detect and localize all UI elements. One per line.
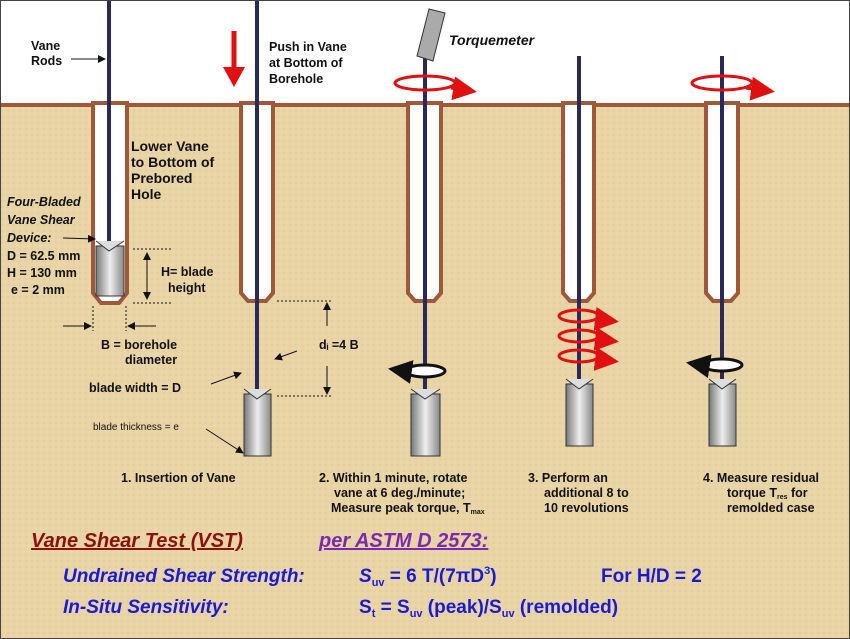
vane-1 [95,240,125,297]
torquemeter-icon [416,8,446,62]
strength-equation: Suv = 6 T/(7πD3) [359,565,497,589]
vane-3 [410,388,441,457]
vane-blades [95,240,737,457]
push-arrow-icon [223,31,245,87]
step-1: 1. Insertion of Vane [121,471,236,485]
strength-note: For H/D = 2 [601,566,702,587]
steps: 1. Insertion of Vane 2. Within 1 minute,… [121,471,819,516]
strength-label: Undrained Shear Strength: [63,566,305,587]
astm-standard: per ASTM D 2573: [318,530,488,552]
rotation-icons [393,74,775,371]
blade-thickness-label: blade thickness = e [93,422,179,433]
vane-2 [243,388,272,457]
test-title: Vane Shear Test (VST) [31,530,243,552]
footer: Vane Shear Test (VST) per ASTM D 2573: U… [31,530,702,620]
depth-label: dᵢ =4 B [319,338,359,352]
blade-width-label: blade width = D [89,381,181,395]
vane-5 [708,378,737,447]
vane-4 [565,378,594,447]
sensitivity-label: In-Situ Sensitivity: [63,597,229,618]
measure-rotation-icons [388,354,744,384]
sensitivity-equation: St = Suv (peak)/Suv (remolded) [359,597,618,620]
torquemeter-label: Torquemeter [449,32,536,48]
